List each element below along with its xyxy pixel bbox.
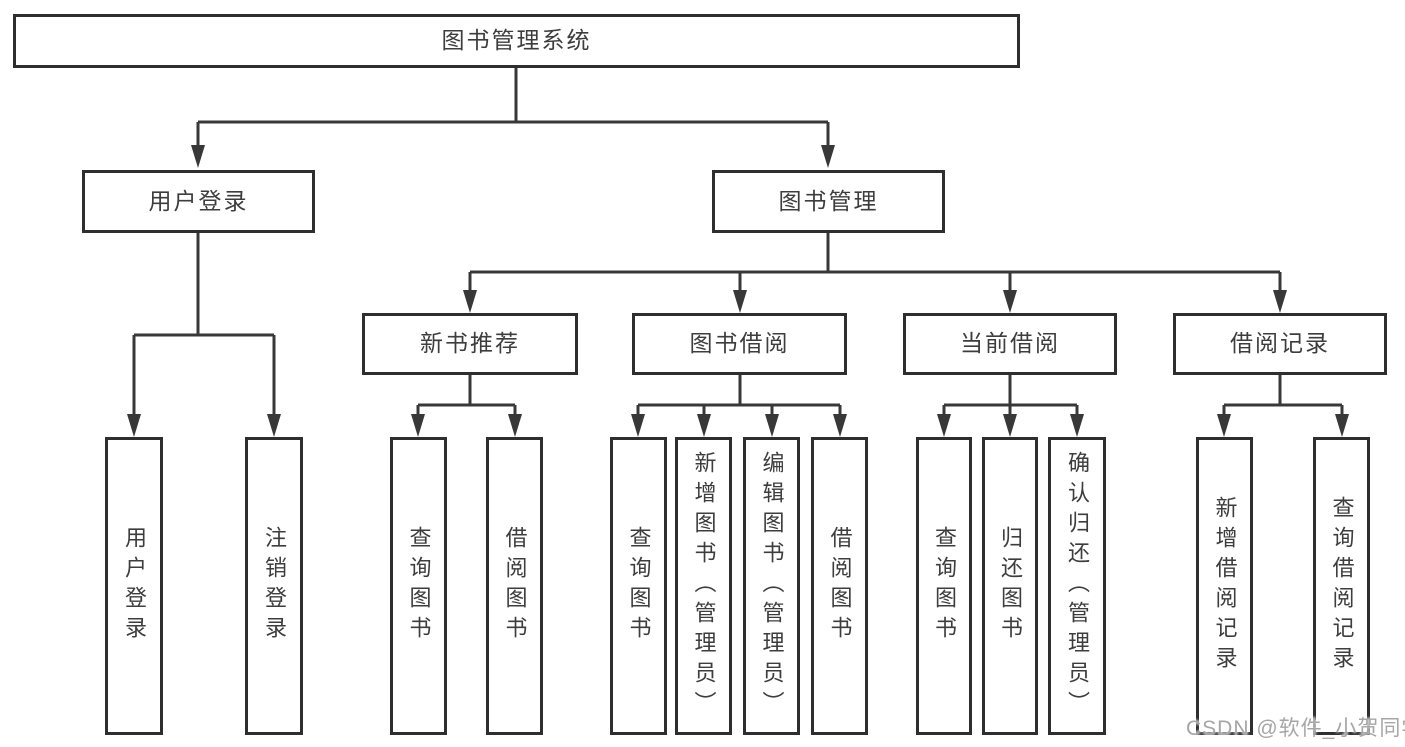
node-label: 新书推荐	[420, 330, 520, 357]
node-leaf-add-book-admin: 新增图书（管理员）	[675, 437, 732, 735]
arrowhead-icon	[833, 414, 847, 437]
arrowhead-icon	[1070, 414, 1084, 437]
csdn-watermark: CSDN @软件_小贺同学	[1186, 717, 1405, 740]
arrowhead-icon	[1217, 414, 1231, 437]
arrowhead-icon	[1003, 414, 1017, 437]
node-book-management: 图书管理	[712, 170, 945, 233]
node-new-book-recommend: 新书推荐	[362, 313, 578, 375]
edge-borrow-records-to-leaves	[1222, 375, 1344, 418]
node-leaf-query-books-current: 查询图书	[916, 437, 972, 735]
node-leaf-query-books-borrow: 查询图书	[610, 437, 667, 735]
edge-book-mgmt-to-level3	[468, 233, 1282, 294]
arrowhead-icon	[1003, 290, 1017, 313]
node-current-borrow: 当前借阅	[903, 313, 1117, 375]
node-leaf-edit-book-admin: 编辑图书（管理员）	[743, 437, 800, 735]
node-leaf-return-book: 归还图书	[982, 437, 1038, 735]
node-leaf-confirm-return-admin: 确认归还（管理员）	[1048, 437, 1106, 735]
edge-book-borrow-to-leaves	[636, 375, 842, 418]
arrowhead-icon	[631, 414, 645, 437]
node-user-login: 用户登录	[82, 170, 315, 233]
node-label: 借阅图书	[502, 526, 528, 646]
node-label: 借阅记录	[1230, 330, 1330, 357]
arrowhead-icon	[821, 145, 835, 168]
node-label: 当前借阅	[960, 330, 1060, 357]
node-label: 查询图书	[626, 526, 652, 646]
edge-new-book-to-leaves	[416, 375, 517, 418]
arrowhead-icon	[267, 414, 281, 437]
arrowhead-icon	[697, 414, 711, 437]
edge-current-borrow-to-leaves	[942, 375, 1079, 418]
node-label: 编辑图书（管理员）	[759, 451, 785, 721]
node-leaf-add-borrow-record: 新增借阅记录	[1196, 437, 1253, 735]
arrowhead-icon	[463, 290, 477, 313]
edge-user-login-to-leaves	[132, 233, 276, 418]
node-label: 查询借阅记录	[1329, 496, 1355, 676]
node-label: 归还图书	[998, 526, 1023, 646]
arrowhead-icon	[127, 414, 141, 437]
edge-root-to-level2	[196, 68, 830, 148]
node-label: 用户登录	[148, 187, 249, 214]
node-leaf-query-borrow-record: 查询借阅记录	[1313, 437, 1370, 735]
arrowhead-icon	[733, 290, 747, 313]
node-label: 借阅图书	[827, 526, 853, 646]
arrowhead-icon	[411, 414, 425, 437]
node-leaf-user-login: 用户登录	[105, 437, 163, 735]
node-leaf-borrow-books: 借阅图书	[811, 437, 868, 735]
arrowhead-icon	[937, 414, 951, 437]
node-label: 新增借阅记录	[1212, 496, 1238, 676]
node-label: 确认归还（管理员）	[1065, 451, 1090, 721]
node-leaf-logout: 注销登录	[245, 437, 303, 735]
arrowhead-icon	[765, 414, 779, 437]
node-root: 图书管理系统	[13, 14, 1020, 68]
node-label: 图书管理系统	[441, 27, 592, 54]
node-leaf-borrow-books-recommend: 借阅图书	[486, 437, 543, 735]
node-label: 图书借阅	[689, 330, 790, 357]
arrowhead-icon	[508, 414, 522, 437]
node-label: 图书管理	[778, 187, 879, 214]
node-label: 查询图书	[406, 526, 432, 646]
node-leaf-query-books-recommend: 查询图书	[390, 437, 447, 735]
arrowhead-icon	[191, 145, 205, 168]
node-borrow-records: 借阅记录	[1173, 313, 1387, 375]
arrowhead-icon	[1335, 414, 1349, 437]
node-label: 新增图书（管理员）	[691, 451, 717, 721]
node-label: 注销登录	[262, 526, 287, 646]
node-label: 查询图书	[932, 526, 957, 646]
arrowhead-icon	[1273, 290, 1287, 313]
node-label: 用户登录	[122, 526, 147, 646]
node-book-borrow: 图书借阅	[632, 313, 847, 375]
